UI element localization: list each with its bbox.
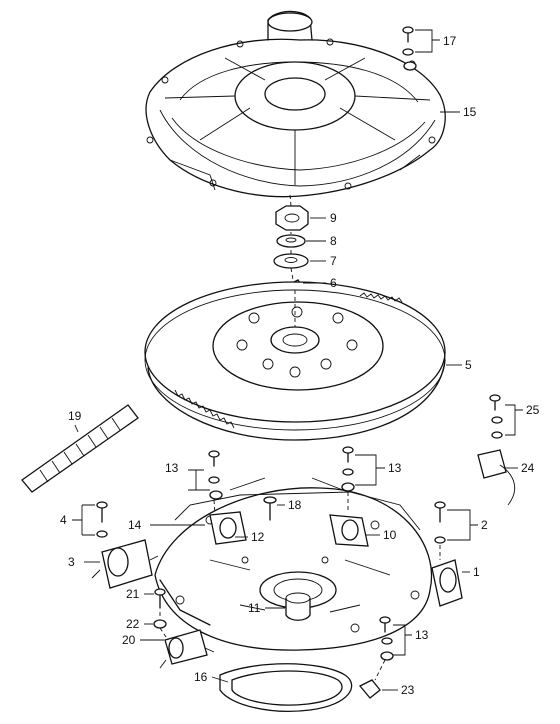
screw-2 [434, 501, 446, 544]
callout-13-lower: 13 [415, 628, 429, 642]
callout-8: 8 [330, 234, 337, 248]
callout-2: 2 [481, 518, 488, 532]
callout-20: 20 [122, 633, 136, 647]
callout-24: 24 [521, 461, 535, 475]
washer-22 [153, 619, 167, 629]
clip-23 [358, 679, 381, 699]
leader-lines [72, 29, 523, 691]
callout-17: 16 [194, 670, 208, 684]
charge-coil-12 [209, 511, 247, 545]
mount-bracket-14 [229, 477, 349, 493]
washer-7 [273, 253, 309, 269]
callout-18: 19 [68, 409, 82, 423]
callout-1: 1 [473, 565, 480, 579]
washer-8 [276, 234, 306, 248]
stator-base-plate [154, 487, 433, 651]
callout-23: 23 [401, 683, 415, 697]
callout-25: 25 [526, 403, 540, 417]
callout-16: 18 [288, 498, 302, 512]
callout-22: 22 [126, 617, 140, 631]
callout-15: 15 [463, 105, 477, 119]
screws-13-right [341, 446, 355, 492]
sensor-20 [159, 629, 215, 669]
callout-9: 9 [330, 211, 337, 225]
callout-12: 12 [251, 530, 265, 544]
callout-4: 4 [60, 513, 67, 527]
callout-5: 5 [465, 358, 472, 372]
callout-10: 10 [383, 528, 397, 542]
screws-25 [489, 394, 503, 439]
ignition-coil-3 [91, 539, 159, 589]
flywheel-cover [145, 10, 446, 198]
flywheel [144, 281, 446, 441]
nut-9 [275, 205, 309, 231]
callout-14: 14 [128, 518, 142, 532]
screw-4 [96, 501, 108, 538]
callout-3: 3 [68, 555, 75, 569]
callout-13-left: 13 [165, 461, 179, 475]
callout-13-right: 13 [388, 461, 402, 475]
callout-11: 11 [248, 601, 261, 615]
callout-6: 6 [330, 276, 337, 290]
screws-13-left [208, 450, 223, 500]
connector-24 [477, 449, 516, 506]
callout-21: 21 [126, 587, 140, 601]
pulser-coil-10 [329, 514, 369, 547]
screw-19 [402, 26, 417, 71]
cdi-unit-1 [431, 559, 463, 607]
callout-7: 7 [330, 254, 337, 268]
callout-19: 17 [443, 34, 457, 48]
bolt-16 [263, 496, 277, 521]
sleeve-18 [21, 404, 139, 493]
screw-21 [154, 588, 166, 609]
screws-13-lower [379, 616, 394, 661]
alignment-lines [159, 194, 441, 681]
gasket-17 [219, 663, 353, 712]
callout-labels: 17 15 9 8 7 6 5 19 13 13 18 14 12 10 4 2… [60, 34, 540, 697]
